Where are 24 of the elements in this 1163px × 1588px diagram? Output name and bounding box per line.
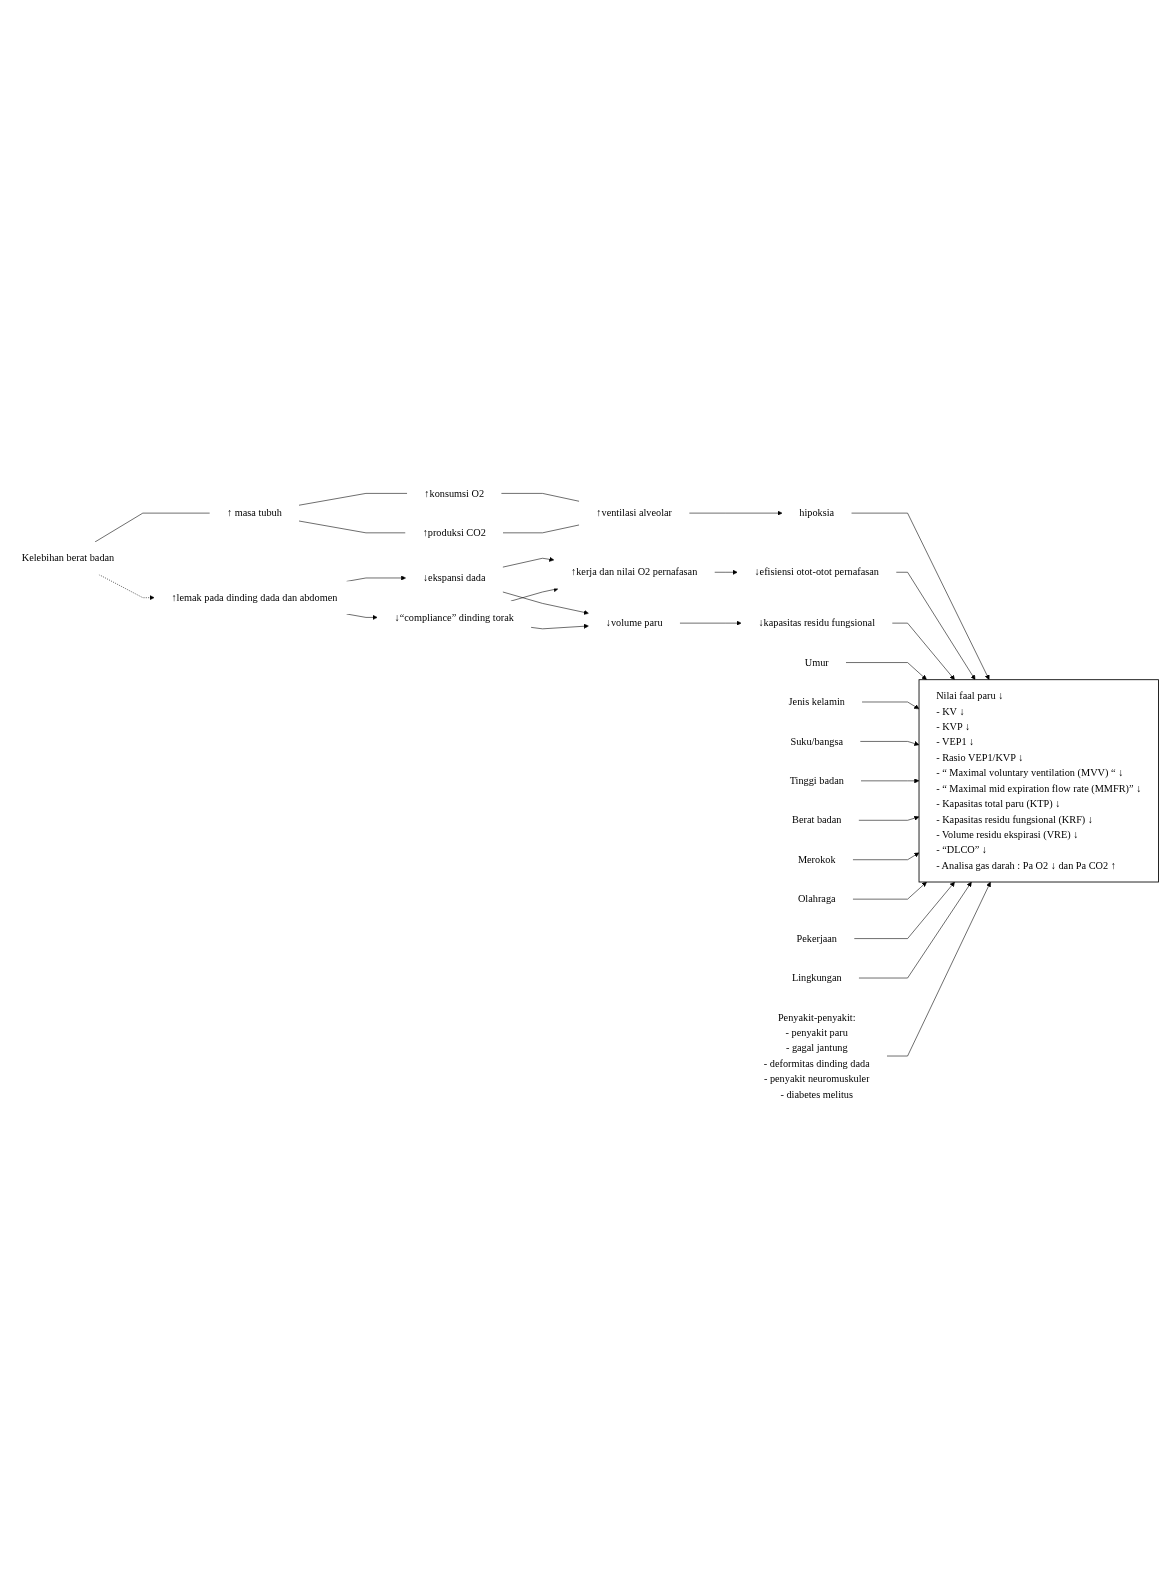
node-text: ↓ekspansi dada <box>422 571 486 584</box>
node-box: Nilai faal paru ↓ - KV ↓ - KVP ↓ - VEP1 ↓ - Rasio VEP1/KVP ↓ - “ Maximal voluntary ventilation (MVV) “ ↓ - “ Maximal mid expiration flow rate (MMFR)” ↓ - Kapasitas total paru (KTP) ↓ - Kapasitas residu fungsional (KRF) ↓ - Volume residu ekspirasi (VRE) ↓ - “DLCO” ↓ - Analisa gas darah : Pa O2 ↓ dan Pa CO2 ↑ <box>918 679 1159 883</box>
node-text: Merokok <box>797 853 836 866</box>
node-text: Jenis kelamin <box>788 695 845 708</box>
node-text: ↓kapasitas residu fungsional <box>758 617 876 629</box>
node-text: Kelebihan berat badan <box>21 552 115 564</box>
node-text: Tinggi badan <box>789 774 844 787</box>
node-text: ↑ masa tubuh <box>226 507 282 519</box>
node-text: Lingkungan <box>791 972 842 984</box>
node-text: ↑konsumsi O2 <box>424 487 485 499</box>
node-text: Berat badan <box>792 814 842 826</box>
node-text: ↑produksi CO2 <box>422 526 486 539</box>
node-text: ↑ventilasi alveolar <box>596 507 673 519</box>
node-text: ↓“compliance” dinding torak <box>394 611 514 623</box>
node-text: ↓efisiensi otot-otot pernafasan <box>754 566 880 578</box>
node-text: ↑lemak pada dinding dada dan abdomen <box>171 591 338 604</box>
node-text: Umur <box>804 656 829 668</box>
node-text: ↑kerja dan nilai O2 pernafasan <box>571 566 698 578</box>
node-text: hipoksia <box>799 507 835 519</box>
node-text: Olahraga <box>797 893 836 905</box>
node-text: ↓volume paru <box>605 617 663 629</box>
node-text: Penyakit-penyakit: - penyakit paru - gagal jantung - deformitas dinding dada - penyakit neuromuskuler - diabetes melitus <box>763 1011 870 1101</box>
node-text: Pekerjaan <box>796 932 838 945</box>
node-text: Suku/bangsa <box>790 735 844 747</box>
